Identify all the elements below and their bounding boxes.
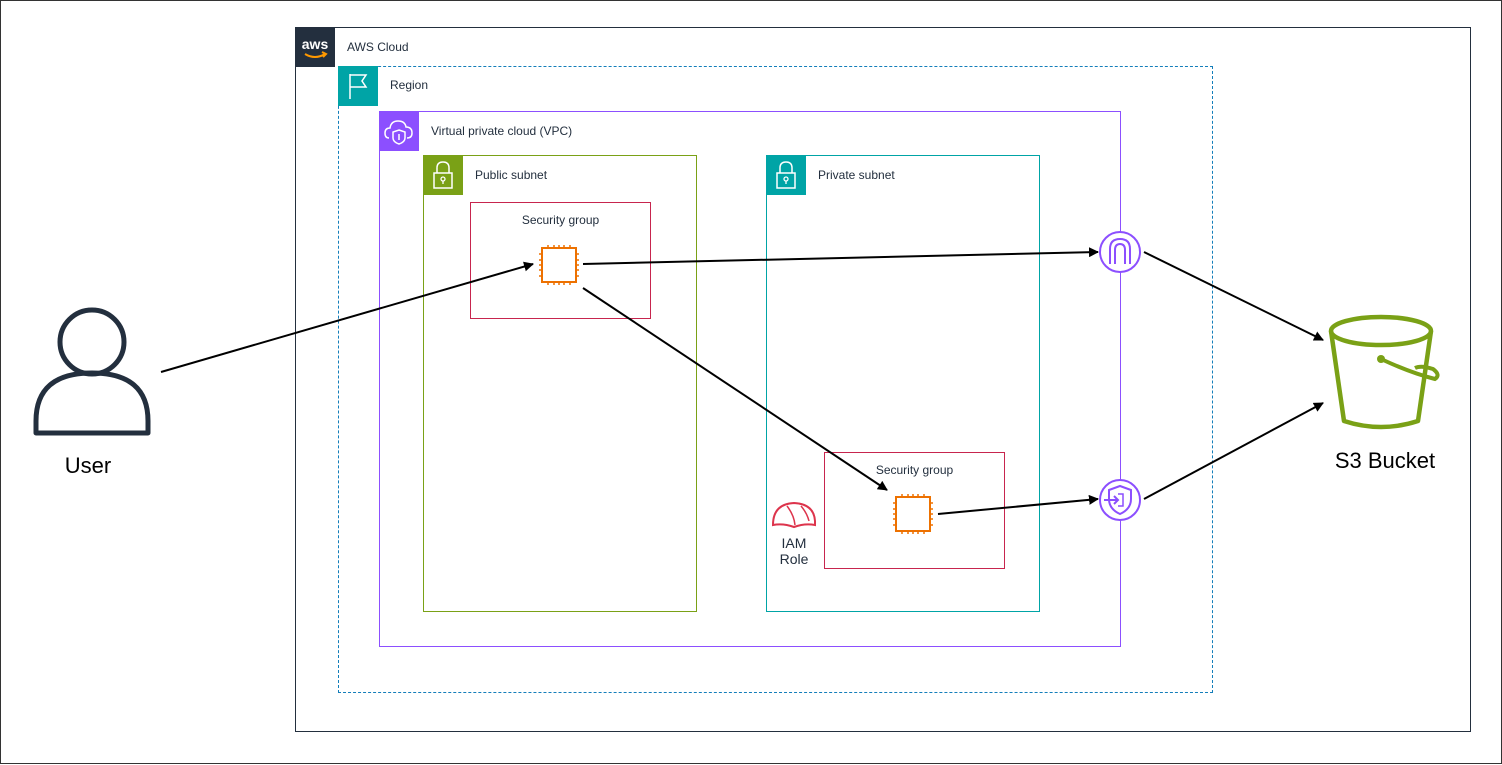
arrow-user-to-ec2-public (160, 261, 534, 373)
iam-role-helmet-icon (771, 501, 816, 529)
public-subnet-label: Public subnet (475, 168, 548, 182)
arrow-ec2-public-to-ec2-private (582, 287, 888, 491)
private-subnet-label: Private subnet (818, 168, 895, 182)
ec2-instance-public-icon (539, 245, 579, 285)
region-flag-icon (338, 66, 378, 106)
private-subnet-lock-icon (766, 155, 806, 195)
internet-gateway-icon (1099, 231, 1141, 273)
aws-smile-icon (304, 51, 328, 58)
region-label: Region (390, 78, 429, 92)
vpc-endpoint-icon (1099, 479, 1141, 521)
security-group-private (824, 452, 1005, 569)
private-subnet-group (766, 155, 1040, 612)
aws-cloud-label: AWS Cloud (347, 40, 409, 54)
s3-bucket-icon (1328, 314, 1440, 430)
iam-role-label-line1: IAM (781, 535, 807, 551)
security-group-public-label: Security group (521, 213, 600, 227)
aws-cloud-group (295, 27, 1471, 732)
security-group-private-label: Security group (875, 463, 954, 477)
aws-logo-icon: aws (295, 27, 335, 67)
arrow-ec2-public-to-gateway (582, 247, 1099, 265)
arrow-endpoint-to-s3 (1143, 402, 1324, 500)
public-subnet-group (423, 155, 697, 612)
vpc-cloud-icon (379, 111, 419, 151)
vpc-label: Virtual private cloud (VPC) (431, 124, 573, 138)
s3-bucket-label: S3 Bucket (1334, 448, 1436, 473)
security-group-public (470, 202, 651, 319)
region-group (338, 66, 1213, 693)
ec2-instance-private-icon (893, 494, 933, 534)
aws-logo-text: aws (301, 36, 329, 52)
arrow-gateway-to-s3 (1143, 251, 1324, 341)
iam-role-label: IAM Role (764, 535, 824, 567)
user-label: User (64, 453, 112, 478)
vpc-group (379, 111, 1121, 647)
user-icon (33, 307, 151, 436)
arrow-ec2-private-to-endpoint (937, 494, 1099, 515)
iam-role-label-line2: Role (779, 551, 809, 567)
public-subnet-lock-icon (423, 155, 463, 195)
